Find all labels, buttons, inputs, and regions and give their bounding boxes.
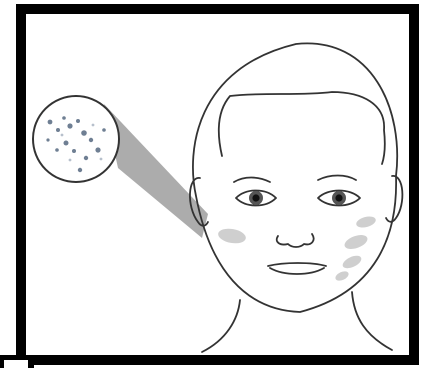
magnifier-inset-icon: [33, 96, 119, 182]
frame-corner-tab-inner: [4, 360, 28, 368]
